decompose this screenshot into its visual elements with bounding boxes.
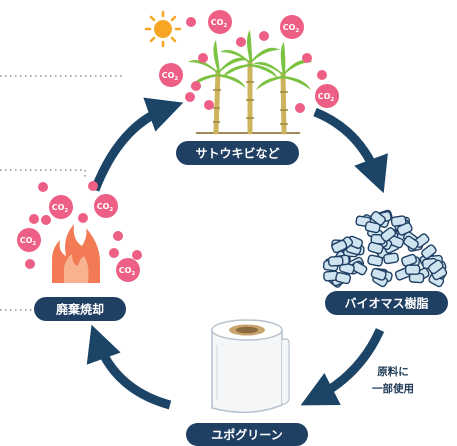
resin-pellet: [380, 227, 397, 242]
co2-dot: [191, 81, 201, 91]
sun-icon: [144, 10, 182, 48]
co2-dot: [295, 103, 305, 113]
stage-pill: [325, 291, 448, 315]
raw-material-note: 原料に 一部使用: [372, 365, 414, 395]
stage-pill: [176, 141, 299, 165]
stage-biomass: バイオマス樹脂: [325, 291, 448, 315]
resin-pellet: [383, 252, 399, 265]
co2-bubble: CO2: [208, 10, 232, 34]
fire-icon: [52, 224, 100, 283]
resin-pellet: [404, 264, 421, 275]
co2-dot: [185, 92, 195, 102]
resin-pellet: [327, 255, 344, 267]
stage-yupo-label: ユポグリーン: [211, 427, 282, 442]
co2-bubble: CO2: [17, 228, 41, 252]
stage-incineration-label: 廃棄焼却: [56, 302, 104, 317]
resin-pellet: [421, 244, 437, 260]
arrow-incineration-to-sugarcane: [90, 97, 184, 192]
co2-label: CO2: [162, 71, 179, 82]
resin-pellet: [370, 267, 387, 281]
co2-dot: [25, 259, 35, 269]
co2-dot: [29, 214, 39, 224]
co2-label: CO2: [119, 266, 136, 277]
co2-label: CO2: [97, 202, 114, 213]
co2-bubble: CO2: [94, 194, 118, 218]
arrow-sugarcane-to-biomass: [313, 107, 388, 194]
resin-pellet: [396, 222, 413, 236]
co2-label: CO2: [283, 23, 300, 34]
arrow-biomass-to-yupo: [300, 328, 385, 406]
stage-sugarcane: サトウキビなど: [176, 141, 299, 165]
co2-label: CO2: [52, 203, 69, 214]
co2-dot: [198, 53, 208, 63]
stage-pill: [34, 297, 126, 321]
note-line-1: 原料に: [377, 365, 409, 378]
resin-pellet: [428, 259, 444, 275]
sugarcane-icon: [188, 30, 313, 135]
stage-incineration: 廃棄焼却: [34, 297, 126, 321]
co2-dot: [113, 231, 123, 241]
resin-pellet: [335, 272, 352, 285]
note-line-2: 一部使用: [372, 382, 414, 395]
co2-dot: [236, 37, 246, 47]
co2-dot: [204, 100, 214, 110]
co2-dot: [41, 215, 51, 225]
co2-bubble: CO2: [280, 15, 304, 39]
co2-bubble: CO2: [49, 195, 73, 219]
co2-bubble: CO2: [116, 258, 140, 282]
co2-dot: [78, 213, 88, 223]
co2-dot: [38, 182, 48, 192]
co2-dot: [132, 250, 142, 260]
resin-pellet: [390, 215, 407, 227]
resin-pellet: [331, 239, 348, 254]
co2-dot: [109, 248, 119, 258]
dotted-guides: [0, 75, 124, 311]
co2-dot: [186, 17, 196, 27]
co2-dot: [317, 70, 327, 80]
paper-roll-icon: [211, 319, 290, 414]
resin-pellet: [403, 235, 419, 250]
co2-label: CO2: [20, 236, 37, 247]
stage-sugarcane-label: サトウキビなど: [195, 146, 279, 161]
co2-label: CO2: [211, 18, 228, 29]
resin-pellets-icon: [322, 209, 448, 288]
stage-biomass-label: バイオマス樹脂: [344, 296, 428, 311]
stage-yupo: ユポグリーン: [186, 423, 308, 446]
cycle-arrows: [86, 97, 388, 410]
arrow-yupo-to-incineration: [86, 324, 172, 410]
co2-bubble: CO2: [159, 63, 183, 87]
co2-dot: [88, 181, 98, 191]
co2-dot: [302, 53, 312, 63]
resin-pellet: [364, 221, 381, 234]
resin-pellet: [367, 241, 384, 255]
stage-pill: [186, 423, 308, 446]
co2-bubble: CO2: [315, 84, 339, 108]
resin-pellet: [370, 210, 386, 226]
co2-label: CO2: [318, 92, 335, 103]
resin-pellet: [367, 254, 384, 267]
co2-dot: [259, 31, 269, 41]
